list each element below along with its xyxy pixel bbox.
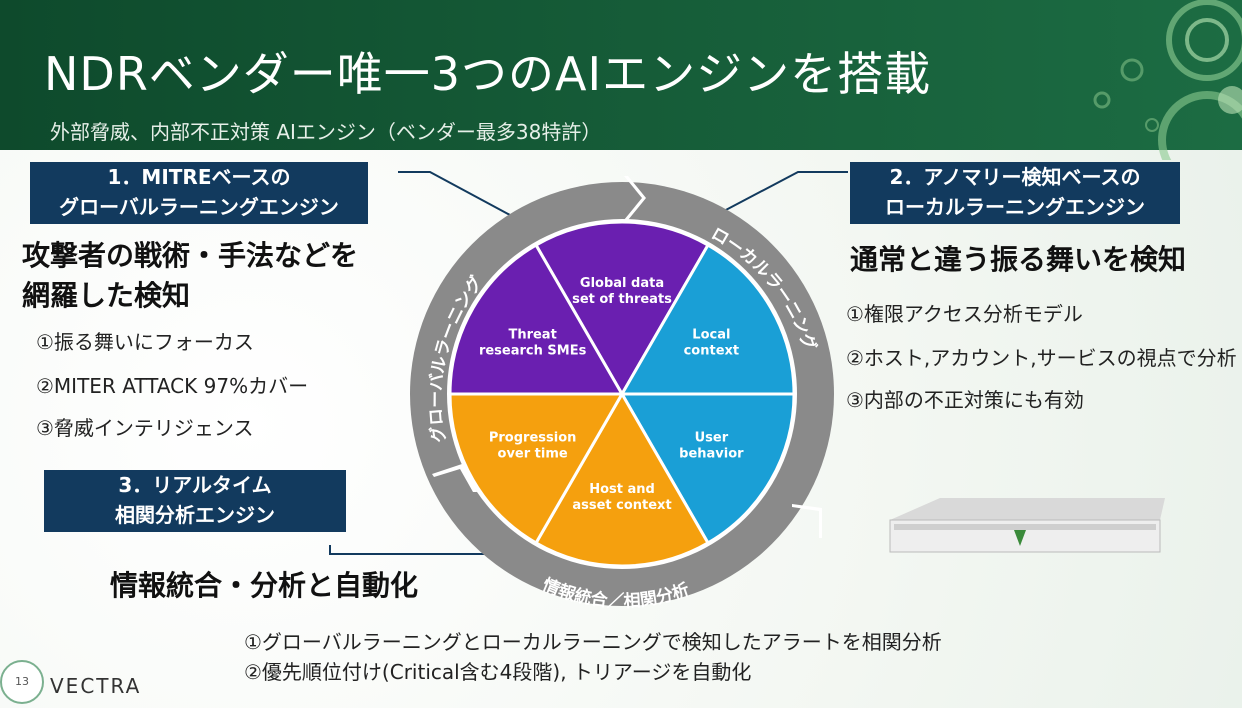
engine2-label: 2．アノマリー検知ベースの ローカルラーニングエンジン	[850, 162, 1180, 224]
engine3-label-line2: 相関分析エンジン	[115, 503, 275, 527]
slide-title: NDRベンダー唯一3つのAIエンジンを搭載	[44, 47, 932, 101]
engine2-item: ③内部の不正対策にも有効	[846, 388, 1084, 412]
wheel-segment	[619, 392, 796, 546]
engine1-heading: 攻撃者の戦術・手法などを 網羅した検知	[22, 236, 358, 316]
appliance-image	[889, 498, 1165, 553]
header-banner: NDRベンダー唯一3つのAIエンジンを搭載 外部脅威、内部不正対策 AIエンジン…	[0, 0, 1242, 150]
wheel-segment	[533, 220, 711, 398]
slide-subtitle: 外部脅威、内部不正対策 AIエンジン（ベンダー最多38特許）	[50, 120, 602, 144]
engine3-label-line1: 3．リアルタイム	[118, 473, 272, 497]
engine1-item: ②MITER ATTACK 97%カバー	[36, 374, 309, 398]
engine1-label-line1: 1．MITREベースの	[107, 165, 291, 189]
engine3-heading: 情報統合・分析と自動化	[110, 569, 419, 602]
engine1-item: ①振る舞いにフォーカス	[36, 330, 254, 354]
engine2-item: ②ホスト,アカウント,サービスの視点で分析	[846, 346, 1237, 370]
engine3-item: ②優先順位付け(Critical含む4段階), トリアージを自動化	[244, 660, 752, 684]
engine1-label-line2: グローバルラーニングエンジン	[59, 195, 339, 219]
engine1-heading-line1: 攻撃者の戦術・手法などを	[22, 239, 359, 272]
brand-logo: VECTRA	[50, 674, 142, 698]
engine3-item: ①グローバルラーニングとローカルラーニングで検知したアラートを相関分析	[244, 630, 942, 654]
engine2-item: ①権限アクセス分析モデル	[846, 302, 1083, 326]
page-number: 13	[0, 660, 44, 704]
wheel-segment	[448, 392, 625, 546]
ring-arrow	[792, 504, 822, 538]
ring-arrow	[432, 464, 477, 492]
wheel-segment	[533, 391, 711, 568]
engine3-label: 3．リアルタイム 相関分析エンジン	[44, 470, 346, 532]
wheel-segment	[448, 242, 625, 396]
engine1-label: 1．MITREベースの グローバルラーニングエンジン	[30, 162, 368, 224]
engine2-label-line1: 2．アノマリー検知ベースの	[889, 165, 1141, 189]
decorative-circles	[1093, 0, 1242, 160]
engine1-heading-line2: 網羅した検知	[22, 279, 191, 312]
engine2-heading: 通常と違う振る舞いを検知	[850, 243, 1187, 276]
engine2-label-line2: ローカルラーニングエンジン	[885, 195, 1145, 219]
engine1-item: ③脅威インテリジェンス	[36, 416, 254, 440]
wheel-segment	[619, 242, 796, 396]
ring-arrow	[624, 176, 646, 220]
vectra-logo-icon	[1014, 530, 1026, 546]
